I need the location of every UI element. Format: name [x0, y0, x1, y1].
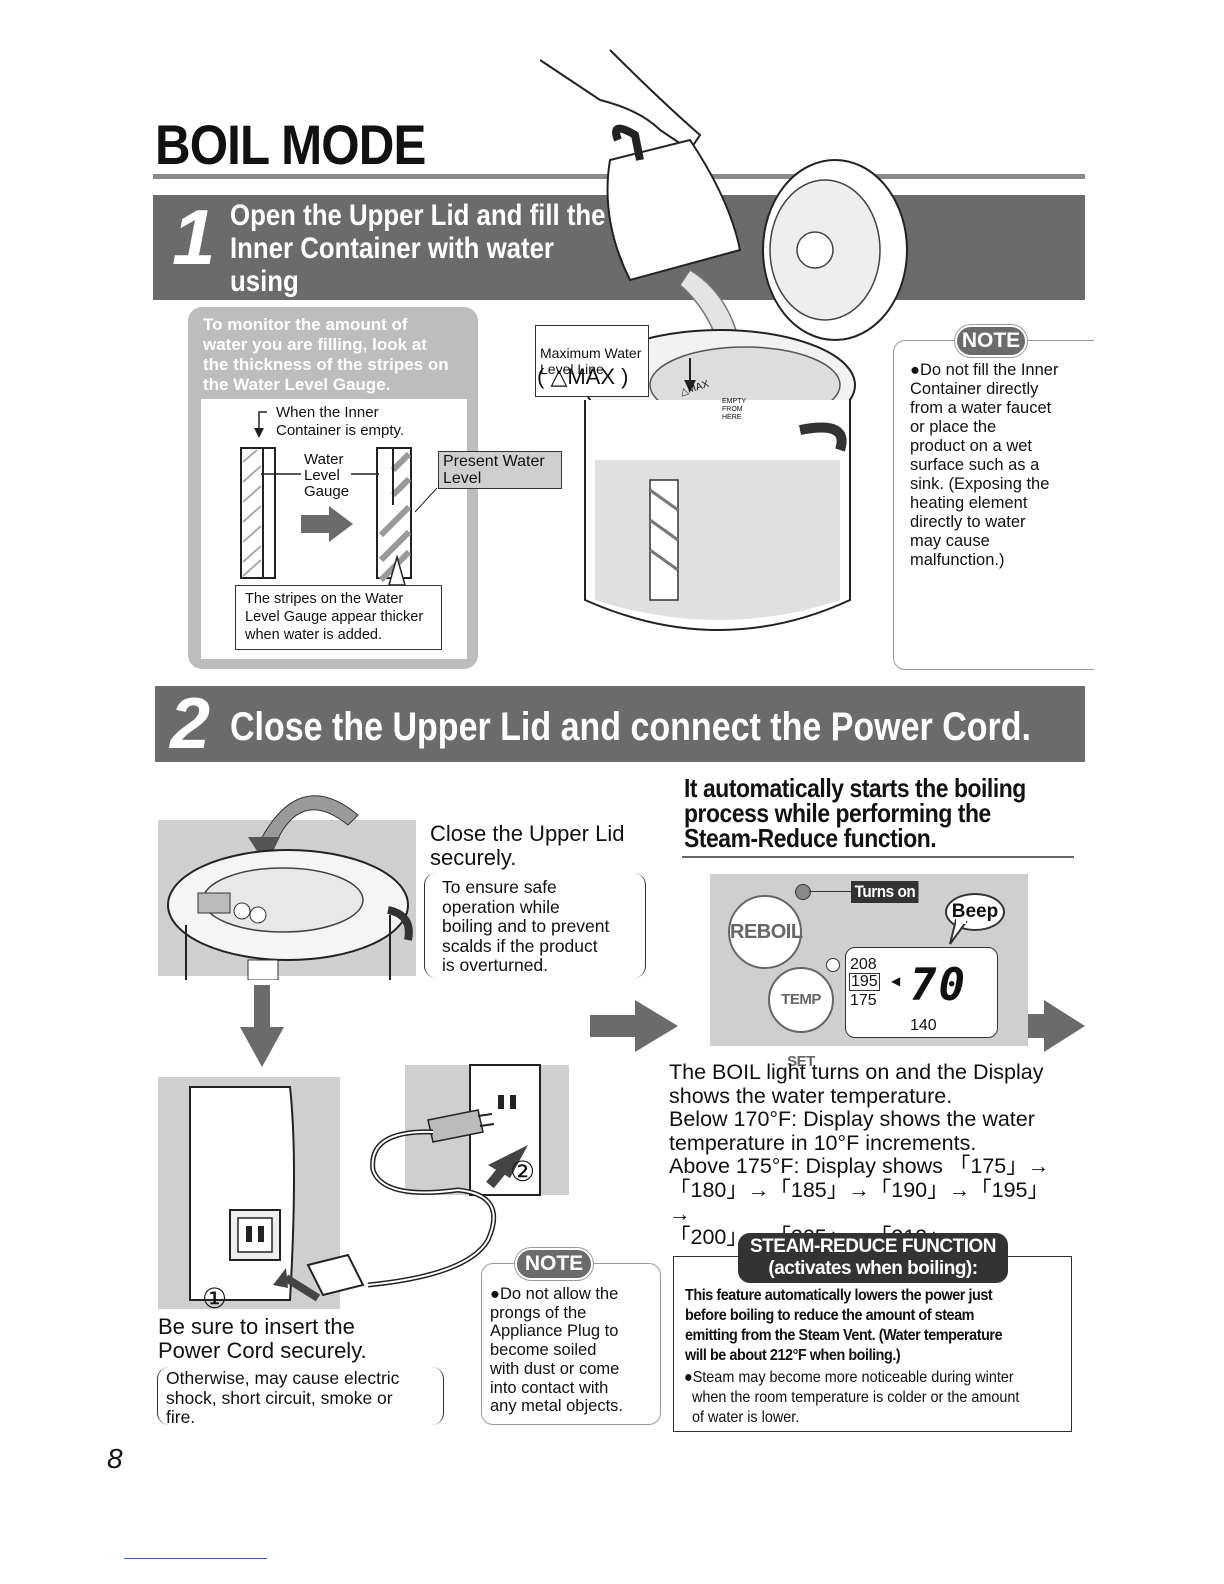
temp-208: 208 [850, 956, 877, 973]
step2-number: 2 [170, 684, 211, 764]
marker-2: ② [510, 1156, 536, 1187]
empty-from-here-label: EMPTY FROM HERE [722, 398, 747, 421]
page-title: BOIL MODE [155, 113, 426, 176]
temp-140: 140 [910, 1017, 937, 1034]
monitor-tip-text: To monitor the amount of water you are f… [203, 315, 449, 394]
steam-reduce-description: This feature automatically lowers the po… [685, 1287, 1003, 1364]
max-symbol: ( △MAX ) [537, 364, 629, 389]
temp-175: 175 [850, 992, 877, 1009]
insert-cord-bracket [157, 1367, 444, 1425]
note-line [1022, 340, 1085, 341]
steam-reduce-title: STEAM-REDUCE FUNCTION (activates when bo… [738, 1233, 1008, 1283]
insert-cord-reason: Otherwise, may cause electric shock, sho… [166, 1368, 400, 1427]
page-number: 8 [107, 1443, 123, 1474]
lcd-display [845, 947, 998, 1038]
marker-1: ① [202, 1283, 228, 1314]
close-lid-text: Close the Upper Lid securely. [430, 821, 625, 870]
close-lid-reason: To ensure safe operation while boiling a… [442, 877, 610, 975]
display-pointer-icon: ◀ [891, 974, 901, 988]
note-text-step1: ●Do not fill the Inner Container directl… [910, 361, 1059, 569]
stripes-caption: The stripes on the Water Level Gauge app… [235, 585, 442, 650]
present-water-level-label: Present Water Level [438, 451, 562, 489]
note-text-step2: ●Do not allow the prongs of the Applianc… [490, 1285, 623, 1416]
right-arrow-icon [590, 1000, 678, 1052]
beep-label: Beep [951, 901, 999, 922]
boil-description: The BOIL light turns on and the Display … [669, 1060, 1050, 1249]
display-value: 70 [910, 960, 967, 1011]
max-water-line-label: Maximum Water Level Line [540, 345, 642, 377]
turns-on-label: Turns on [851, 881, 919, 903]
gauge-diagram [240, 411, 438, 585]
power-cord-illustration [189, 1064, 541, 1302]
boil-light-indicator [795, 884, 811, 900]
when-empty-label: When the Inner Container is empty. [276, 404, 405, 439]
auto-start-heading: It automatically starts the boiling proc… [684, 773, 1026, 853]
temp-indicator-light [826, 958, 840, 972]
close-lid-bracket [424, 873, 646, 978]
turns-on-leader [809, 891, 851, 892]
note-label-step1: NOTE [955, 325, 1027, 357]
beep-tail-icon [949, 918, 968, 945]
auto-heading-rule [682, 856, 1074, 858]
reboil-button[interactable]: REBOIL [728, 895, 803, 969]
close-lid-illustration [167, 795, 413, 980]
step1-number: 1 [172, 193, 216, 281]
gauge-label: Water Level Gauge [304, 451, 350, 500]
temp-set-button[interactable]: TEMP SET [768, 967, 834, 1070]
pot-fill-illustration [540, 49, 908, 631]
temp-195: 195 [849, 973, 880, 991]
footer-link-rule [124, 1558, 267, 1559]
max-water-line-callout: Maximum Water Level Line [535, 325, 649, 397]
step2-instruction: Close the Upper Lid and connect the Powe… [230, 705, 1031, 749]
insert-cord-text: Be sure to insert the Power Cord securel… [158, 1314, 367, 1363]
step2-band [155, 686, 1085, 762]
down-arrow-icon [240, 985, 284, 1067]
note-label-step2: NOTE [515, 1248, 593, 1280]
steam-reduce-note: ●Steam may become more noticeable during… [684, 1369, 1020, 1426]
